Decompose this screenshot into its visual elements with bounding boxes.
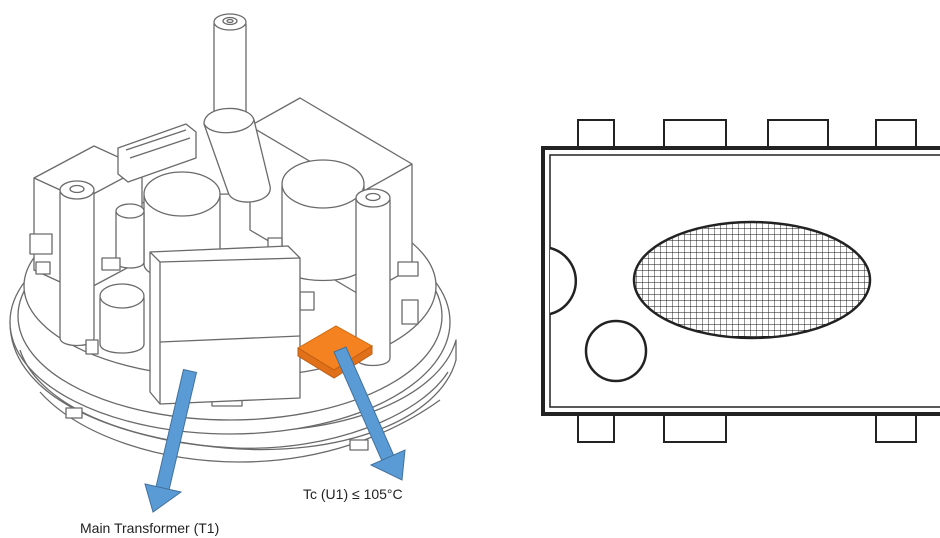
ic-pin (767, 119, 829, 149)
capacitor-front (99, 297, 145, 354)
ic-package (541, 119, 940, 443)
smd-part (85, 339, 99, 355)
ic-pin (577, 413, 615, 443)
transformer-label: Main Transformer (T1) (80, 520, 220, 536)
ic-pin (663, 119, 727, 149)
base-tab (349, 439, 369, 451)
base-tab (65, 407, 83, 419)
base-ring-bottom (39, 391, 441, 463)
transformer-block (149, 245, 301, 405)
smd-part (29, 233, 53, 255)
connector-header (117, 123, 197, 183)
smd-part (397, 261, 419, 277)
arrow-to-transformer (144, 368, 198, 513)
base-ring-middle (19, 349, 449, 449)
temperature-point-label: Tc (U1) ≤ 105°C (303, 486, 403, 502)
ic-pin (875, 413, 917, 443)
ic-pin (663, 413, 727, 443)
ic-notch (549, 246, 577, 316)
arrow-to-u1 (333, 346, 406, 481)
ic-pin (577, 119, 615, 149)
smd-part (35, 261, 51, 275)
smd-part (299, 291, 315, 311)
ic-pin (875, 119, 917, 149)
power-supply-module (9, 13, 457, 463)
standoff-left (59, 191, 95, 347)
ic-die-area (632, 220, 872, 340)
smd-part (401, 299, 419, 325)
smd-part (101, 257, 121, 271)
ic-pin1-marker (584, 319, 648, 383)
